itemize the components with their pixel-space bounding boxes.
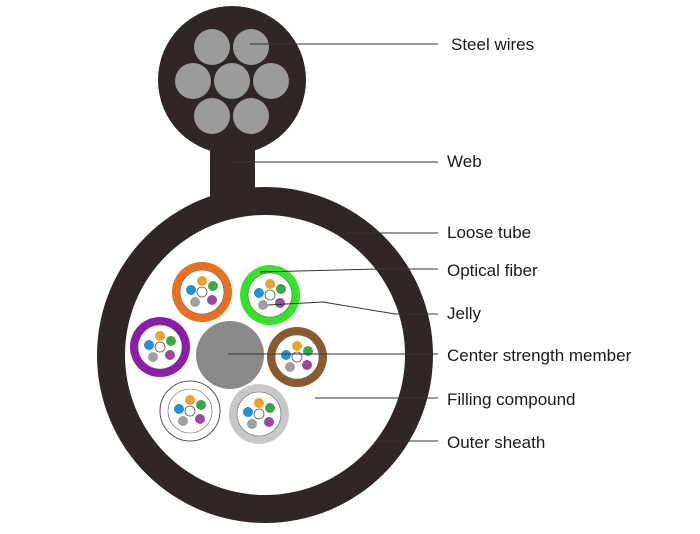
steel-wire-5 bbox=[253, 63, 289, 99]
steel-wires bbox=[175, 29, 289, 134]
optical-fiber bbox=[144, 340, 154, 350]
label-web: Web bbox=[447, 152, 482, 171]
loose-tube-green bbox=[240, 265, 300, 325]
label-center-strength-member: Center strength member bbox=[447, 346, 632, 365]
optical-fiber bbox=[184, 405, 196, 417]
label-outer-sheath: Outer sheath bbox=[447, 433, 545, 452]
messenger-wire-group bbox=[158, 6, 306, 154]
optical-fiber bbox=[292, 341, 302, 351]
optical-fiber bbox=[155, 331, 165, 341]
label-filling-compound: Filling compound bbox=[447, 390, 576, 409]
steel-wire-6 bbox=[194, 98, 230, 134]
optical-fiber bbox=[178, 416, 188, 426]
optical-fiber bbox=[264, 289, 276, 301]
optical-fiber bbox=[258, 300, 268, 310]
optical-fiber bbox=[197, 276, 207, 286]
optical-fiber bbox=[207, 295, 217, 305]
optical-fiber bbox=[302, 360, 312, 370]
optical-fiber bbox=[275, 298, 285, 308]
main-cable bbox=[97, 187, 433, 523]
label-loose-tube: Loose tube bbox=[447, 223, 531, 242]
steel-wire-4 bbox=[214, 63, 250, 99]
optical-fiber bbox=[281, 350, 291, 360]
optical-fiber bbox=[254, 398, 264, 408]
optical-fiber bbox=[276, 284, 286, 294]
optical-fiber bbox=[196, 400, 206, 410]
optical-fiber bbox=[208, 281, 218, 291]
optical-fiber bbox=[186, 285, 196, 295]
labels: Steel wires Web Loose tube Optical fiber… bbox=[447, 35, 632, 452]
optical-fiber bbox=[166, 336, 176, 346]
optical-fiber bbox=[165, 350, 175, 360]
loose-tube-purple bbox=[130, 317, 190, 377]
leader-optical-fiber bbox=[259, 268, 438, 273]
optical-fiber bbox=[247, 419, 257, 429]
loose-tube-brown bbox=[267, 327, 327, 387]
optical-fiber bbox=[190, 297, 200, 307]
optical-fiber bbox=[195, 414, 205, 424]
optical-fiber bbox=[253, 408, 265, 420]
loose-tube-gray bbox=[229, 384, 289, 444]
optical-fiber bbox=[254, 288, 264, 298]
optical-fiber bbox=[148, 352, 158, 362]
loose-tube-orange bbox=[172, 262, 232, 322]
leader-lines bbox=[228, 43, 438, 442]
optical-fiber bbox=[265, 403, 275, 413]
optical-fiber bbox=[154, 341, 166, 353]
label-steel-wires: Steel wires bbox=[451, 35, 534, 54]
optical-fiber bbox=[265, 279, 275, 289]
label-optical-fiber: Optical fiber bbox=[447, 261, 538, 280]
optical-fiber bbox=[243, 407, 253, 417]
steel-wire-1 bbox=[194, 29, 230, 65]
leader-jelly bbox=[267, 301, 438, 315]
optical-fiber bbox=[174, 404, 184, 414]
center-strength-member bbox=[196, 321, 264, 389]
optical-fiber bbox=[185, 395, 195, 405]
optical-fiber bbox=[196, 286, 208, 298]
optical-fiber bbox=[264, 417, 274, 427]
optical-fiber bbox=[285, 362, 295, 372]
steel-wire-3 bbox=[175, 63, 211, 99]
steel-wire-2 bbox=[233, 29, 269, 65]
steel-wire-7 bbox=[233, 98, 269, 134]
label-jelly: Jelly bbox=[447, 304, 482, 323]
loose-tube-white bbox=[159, 380, 221, 442]
loose-tubes bbox=[130, 262, 327, 444]
